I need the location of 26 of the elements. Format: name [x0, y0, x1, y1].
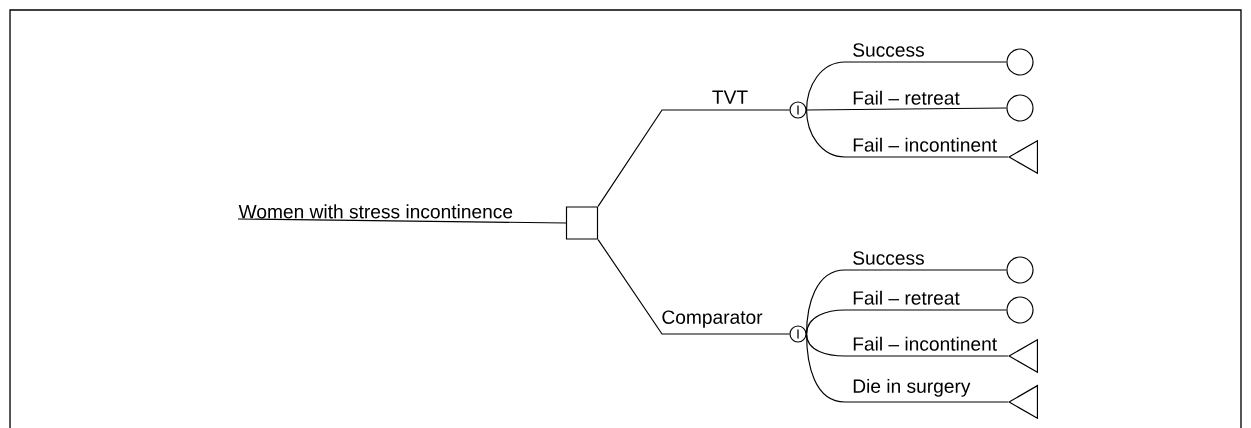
edge-label: Die in surgery [853, 378, 971, 397]
edge-label: Fail – incontinent [853, 137, 997, 152]
branch-line [806, 61, 1007, 111]
outcome-circle [1006, 48, 1034, 76]
branch-line [806, 107, 1007, 111]
start-label: Women with stress incontinence [238, 204, 513, 219]
edge-label: Success [853, 251, 924, 265]
branch-line [806, 109, 1009, 158]
edge-label: Comparator [662, 310, 763, 328]
branch-line [806, 333, 1009, 403]
branch-line [806, 333, 1009, 357]
branch-line [806, 309, 1007, 335]
outcome-circle [1006, 256, 1034, 284]
branch-line [237, 218, 567, 224]
chance-node: I [789, 325, 807, 343]
chance-node: I [789, 101, 807, 119]
edge-label: Fail – incontinent [853, 336, 997, 351]
branch-line [597, 109, 790, 207]
edge-label: Fail – retreat [853, 290, 960, 305]
branch-line [597, 239, 790, 335]
outcome-circle [1006, 94, 1034, 122]
decision-box [565, 206, 599, 240]
outcome-circle [1006, 296, 1034, 324]
edge-label: Success [853, 43, 924, 57]
edge-label: TVT [712, 90, 748, 104]
edge-label: Fail – retreat [853, 90, 960, 105]
